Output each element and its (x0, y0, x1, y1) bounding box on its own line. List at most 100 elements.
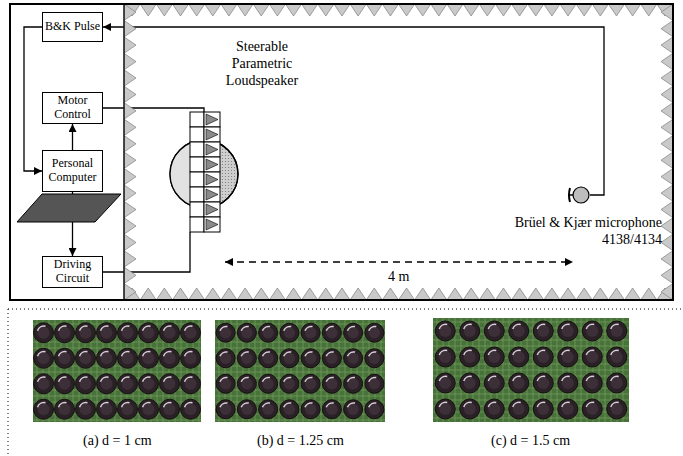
wedge (172, 288, 188, 300)
wedge (124, 4, 136, 20)
wedge (661, 168, 673, 184)
wedge (661, 234, 673, 250)
wedge (661, 218, 673, 234)
wedge (221, 4, 237, 16)
wedge (350, 288, 366, 300)
wedge (544, 4, 560, 16)
wedge (124, 103, 136, 119)
wedge (560, 288, 576, 300)
wedge (625, 288, 641, 300)
photo-caption: (a) d = 1 cm (83, 432, 152, 449)
wedge (431, 288, 447, 300)
wedge (661, 152, 673, 168)
wedge (661, 284, 673, 300)
wedge (495, 288, 511, 300)
wedge (124, 201, 136, 217)
wedge (661, 267, 673, 283)
wedge (124, 37, 136, 53)
box-label: Driving Circuit (43, 258, 102, 286)
wedge (172, 4, 188, 16)
wedge (661, 53, 673, 69)
chamber-frame (10, 4, 673, 300)
wedge (661, 37, 673, 53)
wedge (205, 288, 221, 300)
wedge (382, 288, 398, 300)
wedge (140, 4, 156, 16)
microphone: Brüel & Kjær microphone 4138/4134 (568, 186, 590, 204)
anechoic-wedges (124, 4, 673, 300)
wedge (269, 288, 285, 300)
wedge (560, 4, 576, 16)
laptop-keyboard (17, 194, 121, 222)
transducer-array-photo (33, 320, 201, 422)
box-label: B&K Pulse (45, 20, 100, 34)
wedge (124, 20, 136, 36)
wedge (641, 4, 657, 16)
wedge (237, 288, 253, 300)
wedge (463, 4, 479, 16)
wedge (415, 288, 431, 300)
wedge (661, 119, 673, 135)
wedge (592, 4, 608, 16)
wedge (156, 4, 172, 16)
wedge (447, 4, 463, 16)
wedge (399, 288, 415, 300)
wedge (512, 4, 528, 16)
wedge (512, 288, 528, 300)
array-photos (33, 318, 629, 422)
wedge (334, 4, 350, 16)
wedge (156, 288, 172, 300)
wedge (576, 288, 592, 300)
wedge (382, 4, 398, 16)
wedge (205, 4, 221, 16)
device-label: Brüel & Kjær microphone 4138/4134 (498, 214, 662, 248)
wedge (124, 168, 136, 184)
wedge (124, 284, 136, 300)
wedge (463, 288, 479, 300)
wedge (447, 288, 463, 300)
wedge (431, 4, 447, 16)
separator-dotted (8, 309, 683, 310)
wedge (366, 288, 382, 300)
transducer-array-photo (433, 318, 629, 422)
wedge (237, 4, 253, 16)
wedge (479, 4, 495, 16)
wedge (140, 288, 156, 300)
wedge (124, 136, 136, 152)
wedge (641, 288, 657, 300)
wedge (661, 70, 673, 86)
wedge (302, 288, 318, 300)
wedge (302, 4, 318, 16)
wedge (221, 288, 237, 300)
wedge (625, 4, 641, 16)
wedge (592, 288, 608, 300)
wedge (124, 53, 136, 69)
wedge (124, 70, 136, 86)
wedge (124, 119, 136, 135)
wedge (189, 4, 205, 16)
wedge (661, 136, 673, 152)
wedge (661, 103, 673, 119)
wedge (661, 201, 673, 217)
wedge (528, 288, 544, 300)
wedge (124, 234, 136, 250)
wedge (124, 218, 136, 234)
wedge (661, 251, 673, 267)
device-label: Steerable Parametric Loudspeaker (212, 38, 312, 89)
box-label: Personal Computer (43, 157, 102, 185)
loudspeaker-symbol (170, 112, 240, 232)
wedge (350, 4, 366, 16)
wedge (479, 288, 495, 300)
wedge (124, 86, 136, 102)
wedge (576, 4, 592, 16)
distance-arrow (225, 261, 573, 263)
device-box: B&K Pulse (42, 12, 103, 42)
dimension-label: 4 m (388, 268, 409, 285)
wedge (253, 288, 269, 300)
wedge (495, 4, 511, 16)
signal-connector (24, 27, 42, 171)
parametric-loudspeaker: Steerable Parametric Loudspeaker (170, 112, 240, 232)
wedge (318, 4, 334, 16)
control-room-wall (123, 4, 124, 300)
signal-connector (103, 232, 190, 272)
